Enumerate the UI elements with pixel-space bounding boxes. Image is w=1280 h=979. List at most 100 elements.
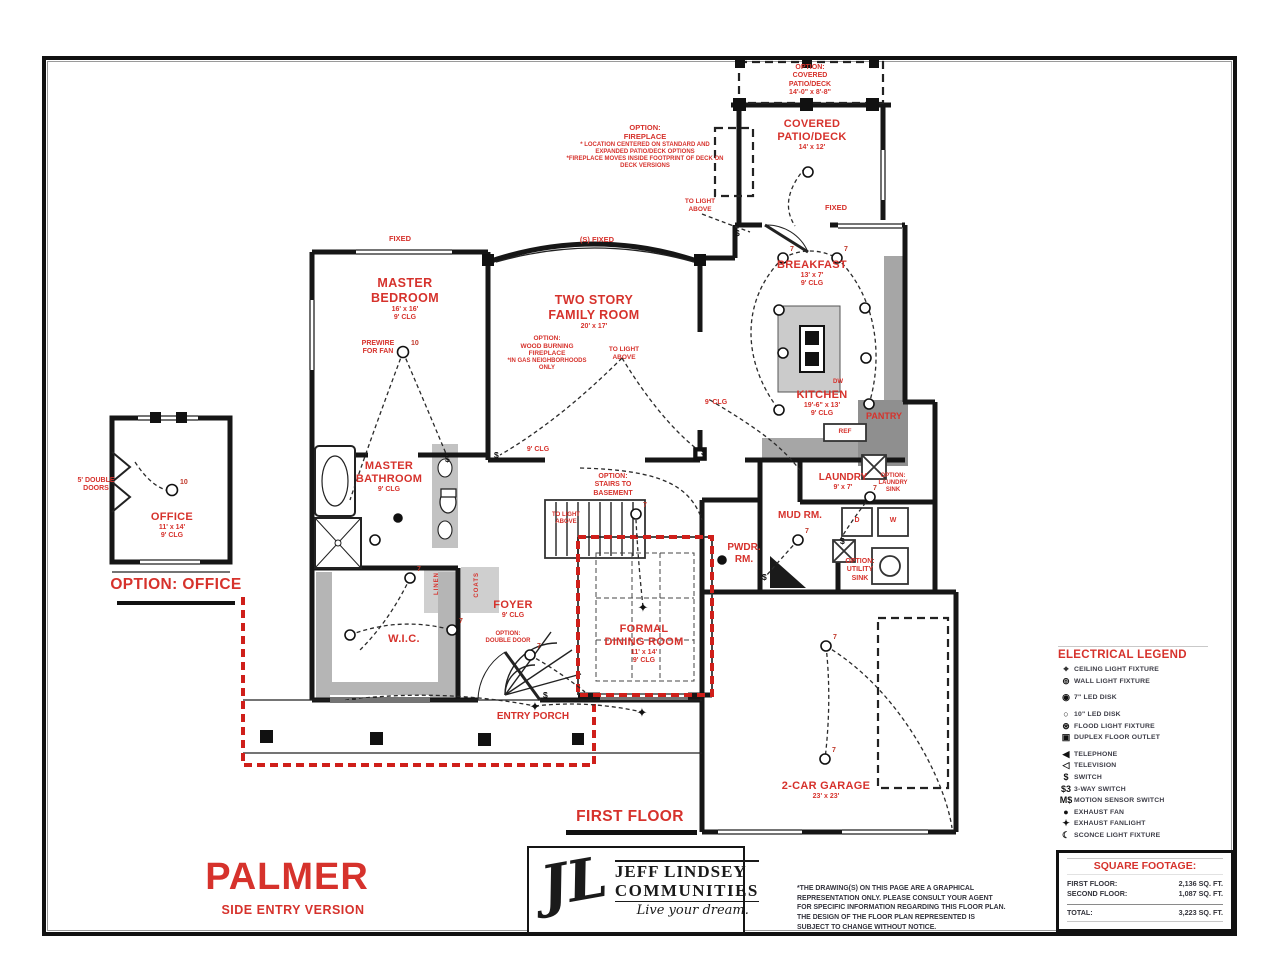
ceiling-light-fixture-icon: ⌖ — [1063, 664, 1069, 675]
note-line: ABOVE — [555, 519, 577, 526]
sqft-label: SECOND FLOOR: — [1067, 889, 1128, 899]
note-line: FIREPLACE — [623, 131, 667, 141]
room-name: PWDR. — [727, 542, 761, 553]
room-name: KITCHEN — [796, 389, 848, 401]
legend-label: DUPLEX FLOOR OUTLET — [1074, 734, 1161, 742]
legend-row: M$MOTION SENSOR SWITCH — [1058, 795, 1208, 807]
note-line: UTILITY — [846, 566, 874, 574]
windows-and-details — [110, 150, 928, 835]
note-line: * LOCATION CENTERED ON STANDARD AND — [580, 141, 710, 148]
room-name: COVERED — [783, 118, 841, 130]
note-line: FOR FAN — [362, 348, 394, 356]
room-ceiling: 9' CLG — [377, 485, 401, 493]
legend-row: ●EXHAUST FAN — [1058, 807, 1208, 819]
room-dims: 16' x 16' — [391, 305, 419, 313]
tray-ceiling-grid — [595, 552, 695, 682]
room-name: MASTER — [364, 460, 414, 472]
room-master-bathroom: MASTER BATHROOM 9' CLG — [356, 460, 422, 494]
builder-logo: JL JEFF LINDSEY COMMUNITIES Live your dr… — [527, 844, 759, 934]
disk-size-callout: 7 — [833, 634, 837, 641]
note-to-light-above: TO LIGHT ABOVE — [685, 198, 715, 213]
fixture-callouts: 10 10 7 7 7 7 7 7 7 7 7 7 — [180, 246, 877, 754]
legend-label: SCONCE LIGHT FIXTURE — [1074, 832, 1161, 840]
note-line: PATIO/DECK — [788, 80, 832, 88]
note-line: ABOVE — [612, 353, 636, 361]
room-name: 2-CAR GARAGE — [781, 780, 871, 792]
room-master-bedroom: MASTER BEDROOM 16' x 16' 9' CLG — [371, 276, 439, 322]
legend-title: ELECTRICAL LEGEND — [1058, 646, 1208, 661]
note-line: DOUBLE DOOR — [485, 638, 531, 645]
closet-linen: LINEN — [434, 572, 440, 595]
electrical-legend: ELECTRICAL LEGEND ⌖CEILING LIGHT FIXTURE… — [1058, 646, 1208, 841]
logo-tagline: Live your dream. — [636, 903, 749, 919]
star-fixtures: ✦ ✦ ✦ — [530, 601, 649, 721]
note-fixed-window: FIXED — [824, 203, 848, 212]
sqft-value: 2,136 SQ. FT. — [1178, 879, 1223, 888]
note-line: 14'-0" x 8'-8" — [789, 88, 831, 96]
exhaust-fanlight-icon: ✦ — [1062, 818, 1070, 829]
led-disk-7in-icon: ◉ — [1062, 692, 1070, 703]
room-name: MASTER — [377, 276, 433, 290]
room-dims: 20' x 17' — [580, 322, 608, 330]
note-line: SINK — [851, 574, 869, 582]
plan-title: PALMER — [205, 856, 369, 898]
led-disk-10in-icon: ○ — [1063, 709, 1069, 720]
note-double-doors: 5' DOUBLE DOORS — [77, 477, 114, 494]
note-line: OPTION: — [629, 123, 661, 132]
legend-row: ⌖CEILING LIGHT FIXTURE — [1058, 664, 1208, 676]
note-line: 5' DOUBLE — [77, 477, 115, 484]
light-fixtures — [165, 166, 876, 765]
note-option-covered-patio: OPTION: COVERED PATIO/DECK 14'-0" x 8'-8… — [789, 64, 831, 97]
note-s-fixed-window: (S) FIXED — [579, 235, 615, 244]
room-name: BEDROOM — [370, 290, 440, 305]
disk-size-callout: 7 — [417, 566, 421, 573]
legend-label: TELEPHONE — [1074, 750, 1118, 758]
disk-size-callout: 7 — [537, 643, 541, 650]
note-option-stairs-basement: OPTION: STAIRS TO BASEMENT — [593, 473, 632, 498]
note-line: STAIRS TO — [594, 481, 632, 489]
note-option-fireplace: OPTION: FIREPLACE * LOCATION CENTERED ON… — [566, 123, 724, 170]
square-footage-title: SQUARE FOOTAGE: — [1067, 858, 1223, 875]
note-line: DECK VERSIONS — [620, 162, 670, 169]
room-ceiling: 9' CLG — [160, 532, 184, 540]
note-fixed-window: FIXED — [388, 234, 412, 243]
square-footage-row: SECOND FLOOR: 1,087 SQ. FT. — [1067, 889, 1223, 899]
note-line: TO LIGHT — [552, 512, 580, 518]
room-dims: 13' x 7' — [800, 271, 824, 279]
note-option-wood-fireplace: OPTION: WOOD BURNING FIREPLACE *IN GAS N… — [507, 335, 586, 372]
sqft-total-value: 3,223 SQ. FT. — [1178, 907, 1223, 917]
fan-size-callout: 10 — [411, 340, 419, 347]
disk-size-callout: 7 — [790, 246, 794, 253]
room-powder-room: PWDR. RM. — [727, 542, 760, 566]
note-prewire-fan: PREWIRE FOR FAN — [362, 340, 395, 357]
legend-row: $SWITCH — [1058, 772, 1208, 784]
duplex-floor-outlet-icon: ▣ — [1061, 732, 1071, 743]
wall-light-fixture-icon: ⊚ — [1062, 675, 1070, 686]
note-line: *FIREPLACE MOVES INSIDE FOOTPRINT OF DEC… — [566, 155, 724, 162]
switch-icon: $ — [840, 536, 845, 546]
three-way-switch-icon: $3 — [1060, 783, 1071, 794]
note-line: SINK — [885, 487, 901, 494]
note-line: TO LIGHT — [608, 346, 640, 353]
legend-row: ◁TELEVISION — [1058, 760, 1208, 772]
room-formal-dining: FORMAL DINING ROOM 11' x 14' 9' CLG — [604, 623, 683, 665]
room-covered-patio: COVERED PATIO/DECK 14' x 12' — [777, 118, 846, 152]
room-name: PATIO/DECK — [777, 130, 847, 143]
disk-size-callout: 7 — [832, 747, 836, 754]
room-dims: 11' x 14' — [630, 648, 658, 656]
appliance-dryer: D — [854, 517, 860, 524]
room-breakfast: BREAKFAST 13' x 7' 9' CLG — [777, 259, 847, 288]
note-line: OPTION: — [495, 631, 521, 637]
appliance-refrigerator: REF — [838, 428, 852, 435]
logo-name-line1: JEFF LINDSEY — [614, 860, 759, 882]
note-line: OPTION: — [845, 558, 875, 565]
room-pantry: PANTRY — [866, 411, 902, 421]
room-dims: 23' x 23' — [812, 792, 840, 800]
note-line: OPTION: — [880, 473, 906, 479]
room-ceiling: 9' CLG — [501, 611, 525, 619]
legend-label: 10" LED DISK — [1074, 711, 1121, 719]
note-to-light-above: TO LIGHT ABOVE — [609, 346, 639, 361]
legend-label: FLOOD LIGHT FIXTURE — [1074, 722, 1155, 730]
room-name: FAMILY ROOM — [548, 307, 640, 322]
